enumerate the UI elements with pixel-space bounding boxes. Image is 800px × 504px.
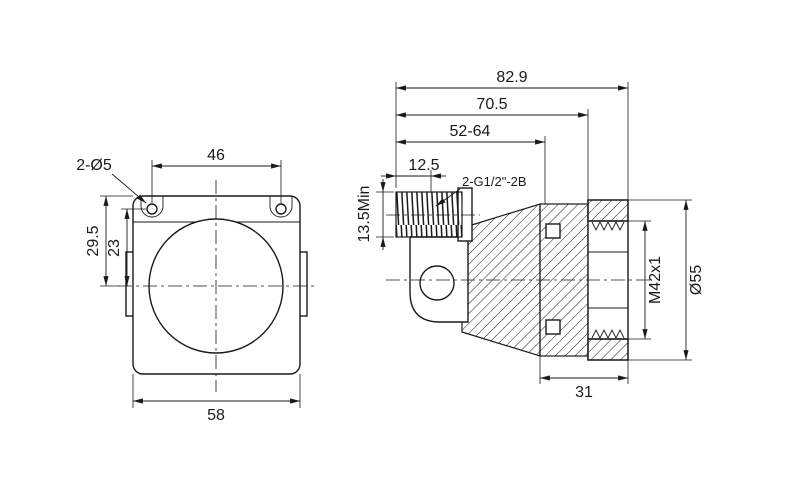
label-conduit-thread: 2-G1/2"-2B — [435, 174, 527, 207]
dim-overall-length-label: 82.9 — [496, 69, 527, 86]
dim-flange-diameter-label: Ø55 — [688, 265, 705, 295]
dim-left-height: 29.5 23 — [85, 195, 146, 287]
conduit-thread-leader — [435, 188, 461, 207]
mount-hole-right — [275, 203, 287, 215]
barrel-thread-top — [591, 220, 625, 232]
seal-top — [545, 223, 561, 239]
dim-mounting-thread: M42x1 — [628, 220, 664, 340]
dim-holes-leader — [111, 173, 147, 204]
front-left-ear — [140, 196, 164, 218]
mount-hole-left — [146, 203, 158, 215]
dim-body-length: 70.5 — [396, 96, 589, 200]
dim-bottom-width-label: 58 — [207, 407, 225, 424]
dim-flange-diameter: Ø55 — [628, 199, 705, 361]
dim-hole-offset-label: 23 — [106, 239, 123, 257]
rear-plate-top-section — [587, 199, 629, 222]
dim-left-height-label: 29.5 — [85, 225, 102, 256]
seal-bottom — [545, 319, 561, 335]
dim-overall-length: 82.9 — [395, 69, 629, 200]
dim-holes: 2-Ø5 — [76, 157, 147, 204]
dim-adjustment-range-label: 52-64 — [450, 123, 491, 140]
dim-mounting-thread-label: M42x1 — [647, 256, 664, 304]
elbow-boss — [419, 265, 455, 301]
dim-thread-length-label: 12.5 — [408, 157, 439, 174]
conduit-nipple-threads — [395, 191, 463, 238]
dim-holes-label: 2-Ø5 — [76, 157, 112, 174]
front-right-ear — [269, 196, 293, 218]
rear-plate-bottom-section — [587, 338, 629, 361]
dim-thread-depth-min-label: 13.5Min — [356, 186, 373, 243]
barrel-thread-bottom — [591, 328, 625, 340]
conduit-thread-label: 2-G1/2"-2B — [462, 174, 527, 189]
dim-rear-depth: 31 — [539, 356, 629, 401]
dim-bottom-width: 58 — [132, 374, 301, 424]
dim-top-width: 46 — [151, 147, 282, 203]
dim-adjustment-range: 52-64 — [396, 123, 546, 204]
dim-thread-length: 12.5 — [381, 157, 446, 192]
front-view — [118, 180, 314, 392]
dim-rear-depth-label: 31 — [575, 384, 593, 401]
dim-thread-depth-min: 13.5Min — [356, 179, 394, 250]
dim-top-width-label: 46 — [207, 147, 225, 164]
side-view — [386, 187, 650, 361]
dim-body-length-label: 70.5 — [476, 96, 507, 113]
